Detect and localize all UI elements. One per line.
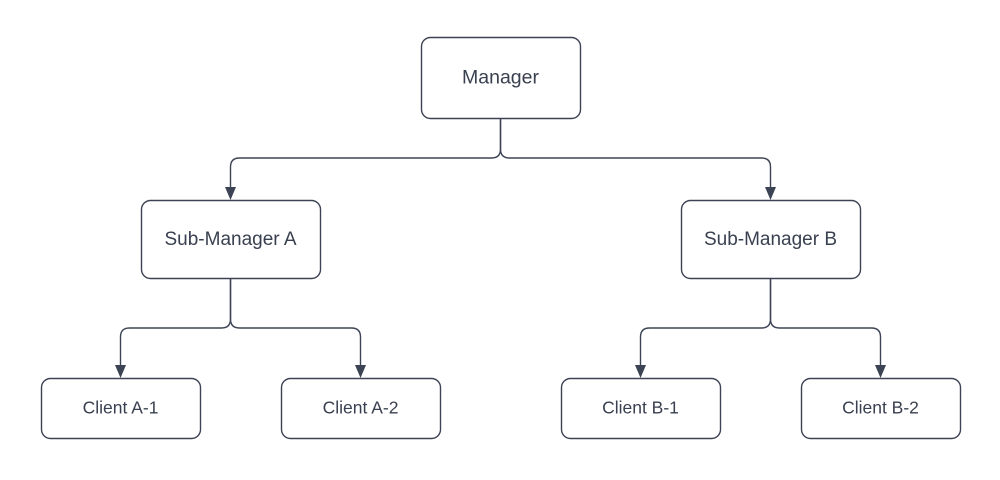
node-client-a-2-label: Client A-2 — [323, 398, 399, 418]
arrow-sub-manager-a-icon — [225, 187, 236, 200]
node-client-a-1-label: Client A-1 — [83, 398, 159, 418]
edge-sub-b-client-b-2 — [769, 278, 882, 365]
node-client-a-1-box[interactable] — [40, 377, 202, 440]
edge-sub-a-client-a-1 — [119, 278, 232, 365]
node-client-b-2-label: Client B-2 — [842, 398, 919, 418]
arrow-client-b-2-icon — [875, 365, 886, 378]
node-manager[interactable]: Manager — [420, 36, 582, 120]
connector-layer — [119, 118, 882, 365]
node-sub-manager-a[interactable]: Sub-Manager A — [140, 199, 322, 280]
arrow-client-a-1-icon — [115, 365, 126, 378]
node-sub-manager-a-label: Sub-Manager A — [164, 229, 296, 250]
node-sub-manager-a-box[interactable] — [140, 199, 322, 280]
node-client-b-1-box[interactable] — [560, 377, 722, 440]
node-sub-manager-b[interactable]: Sub-Manager B — [680, 199, 862, 280]
edge-sub-b-client-b-1 — [639, 278, 772, 365]
arrow-sub-manager-b-icon — [765, 187, 776, 200]
node-client-a-2[interactable]: Client A-2 — [280, 377, 442, 440]
node-client-b-1[interactable]: Client B-1 — [560, 377, 722, 440]
edge-manager-sub-b — [499, 118, 772, 187]
node-client-a-1[interactable]: Client A-1 — [40, 377, 202, 440]
arrowhead-layer — [115, 187, 886, 378]
node-manager-box[interactable] — [420, 36, 582, 120]
node-sub-manager-b-label: Sub-Manager B — [704, 229, 837, 250]
node-client-a-2-box[interactable] — [280, 377, 442, 440]
node-manager-label: Manager — [462, 67, 539, 89]
node-client-b-2-box[interactable] — [800, 377, 962, 440]
node-client-b-1-label: Client B-1 — [602, 398, 679, 418]
node-client-b-2[interactable]: Client B-2 — [800, 377, 962, 440]
node-sub-manager-b-box[interactable] — [680, 199, 862, 280]
edge-manager-sub-a — [229, 118, 502, 187]
edge-sub-a-client-a-2 — [229, 278, 362, 365]
arrow-client-a-2-icon — [355, 365, 366, 378]
arrow-client-b-1-icon — [635, 365, 646, 378]
